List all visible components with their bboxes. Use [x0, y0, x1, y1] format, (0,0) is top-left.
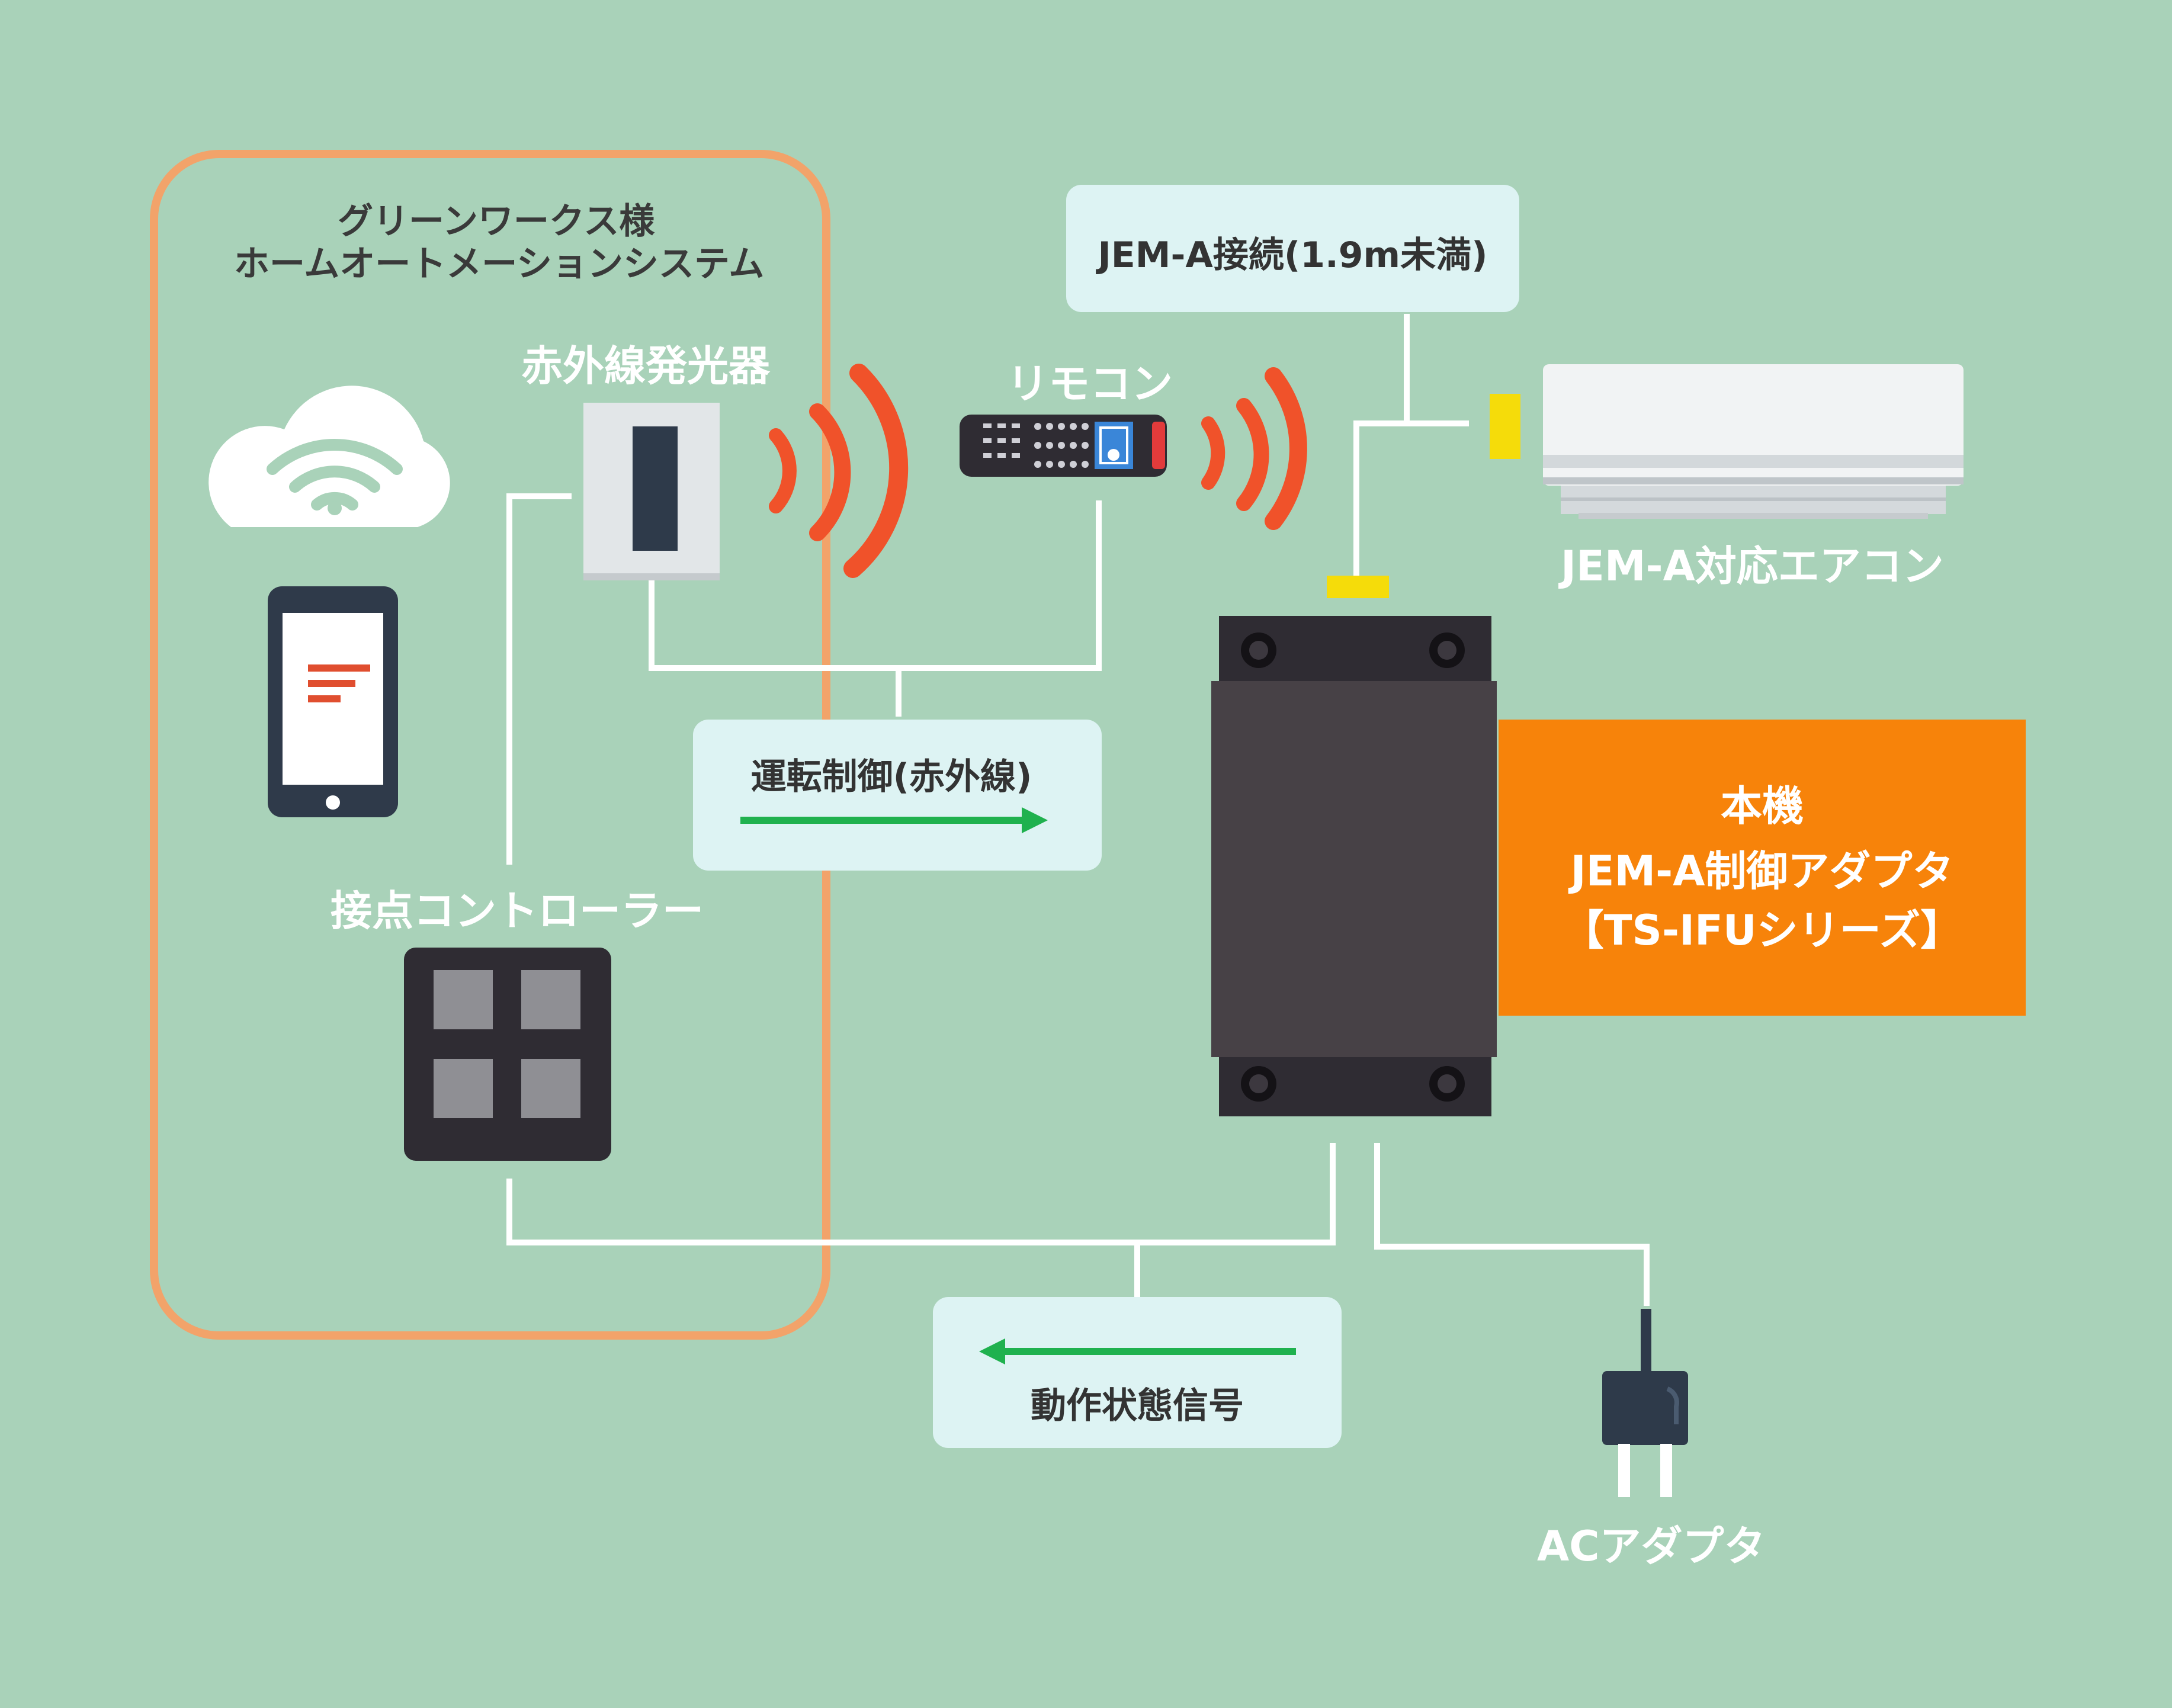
ir-control-box: 運転制御(赤外線): [693, 720, 1102, 871]
contact-controller-icon: [404, 948, 611, 1161]
ir-waves-remote: [1201, 367, 1307, 530]
jem-connection-text: JEM-A接続(1.9m未満): [1098, 235, 1488, 276]
system-title-line2: ホームオートメーションシステム: [234, 243, 765, 285]
ir-control-text: 運転制御(赤外線): [750, 756, 1032, 798]
main-device-line2: JEM-A制御アダプタ: [1570, 847, 1954, 895]
line-ir-to-remote: [649, 500, 1102, 671]
ac-plug-icon: [1602, 1309, 1688, 1497]
remote-label: リモコン: [1007, 359, 1173, 408]
jem-connection-box: JEM-A接続(1.9m未満): [1066, 185, 1519, 312]
wifi-cloud-icon: [208, 386, 450, 527]
ir-emitter-icon: [583, 403, 720, 580]
connector-lines: [506, 314, 1650, 1306]
ir-emitter-label: 赤外線発光器: [521, 342, 770, 390]
adapter-device-icon: [1211, 616, 1497, 1116]
ac-adapter-label: ACアダプタ: [1537, 1522, 1766, 1571]
device-jem-connector: [1327, 576, 1389, 598]
main-device-line1: 本機: [1721, 782, 1804, 830]
system-title-line1: グリーンワークス様: [338, 201, 655, 242]
main-device-panel: 本機 JEM-A制御アダプタ 【TS-IFUシリーズ】: [1499, 720, 2026, 1016]
air-conditioner-icon: [1543, 364, 1964, 519]
status-arrow-shaft: [1003, 1348, 1296, 1355]
contact-controller-label: 接点コントローラー: [331, 887, 704, 935]
aircon-jem-connector: [1490, 394, 1520, 459]
status-arrow-head: [979, 1338, 1005, 1365]
ir-waves-emitter: [769, 364, 909, 578]
line-device-to-acadapter: [1374, 1143, 1650, 1306]
line-controller-to-device: [506, 1143, 1336, 1245]
status-signal-box: 動作状態信号: [933, 1297, 1342, 1448]
smartphone-icon: [268, 586, 398, 817]
main-device-line3: 【TS-IFUシリーズ】: [1562, 906, 1962, 955]
status-signal-text: 動作状態信号: [1031, 1385, 1244, 1427]
remote-control-icon: [960, 415, 1167, 477]
line-jem-to-device: [1353, 420, 1469, 580]
line-controller-feed: [506, 493, 572, 865]
ir-control-arrow-shaft: [740, 817, 1025, 824]
ir-control-arrow-head: [1022, 807, 1048, 833]
aircon-label: JEM-A対応エアコン: [1561, 542, 1944, 590]
